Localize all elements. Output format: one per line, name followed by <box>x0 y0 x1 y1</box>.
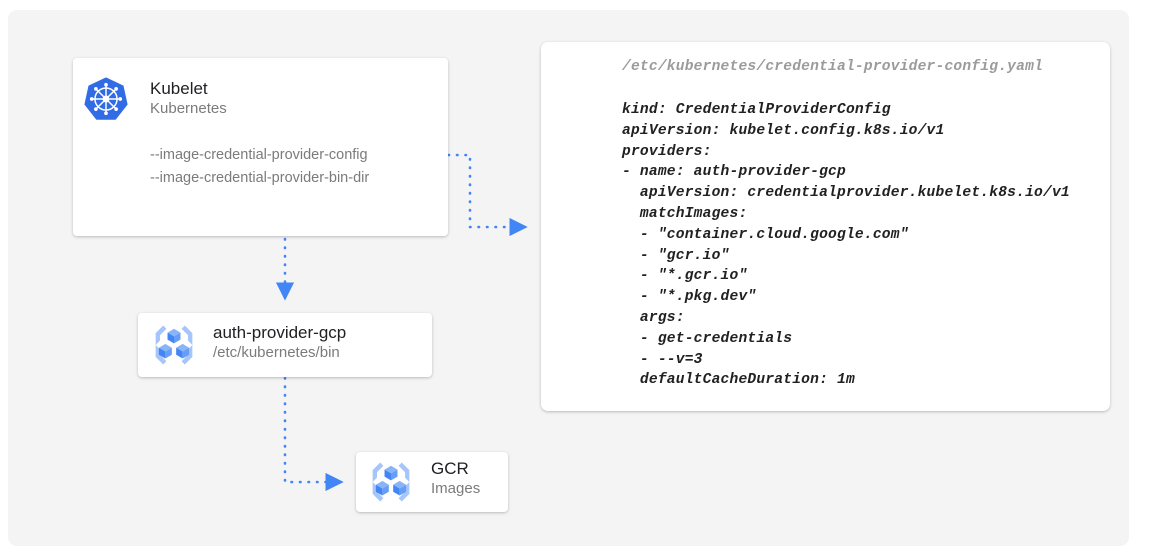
kubernetes-logo-icon <box>84 77 128 120</box>
container-registry-icon <box>155 325 193 365</box>
gcr-subtitle: Images <box>431 480 481 497</box>
kubelet-flag-config: --image-credential-provider-config <box>150 147 368 163</box>
gcr-title: GCR <box>431 459 469 478</box>
kubelet-flag-list: --image-credential-provider-config --ima… <box>150 144 369 190</box>
container-registry-icon <box>372 462 410 502</box>
auth-provider-subtitle: /etc/kubernetes/bin <box>213 344 340 361</box>
kubelet-card-text: Kubelet Kubernetes <box>150 78 227 119</box>
cube-top <box>167 328 181 344</box>
kubelet-title: Kubelet <box>150 79 208 98</box>
kubelet-card[interactable] <box>73 58 448 236</box>
yaml-file-path: /etc/kubernetes/credential-provider-conf… <box>622 59 1044 75</box>
gcr-card-text: GCR Images <box>431 458 480 499</box>
yaml-code-block: kind: CredentialProviderConfig apiVersio… <box>622 102 1070 389</box>
kubelet-flag-bin-dir: --image-credential-provider-bin-dir <box>150 170 370 186</box>
yaml-config-card[interactable] <box>541 42 1110 411</box>
kubelet-subtitle: Kubernetes <box>150 100 227 117</box>
auth-provider-title: auth-provider-gcp <box>213 323 347 342</box>
auth-provider-card-text: auth-provider-gcp /etc/kubernetes/bin <box>213 322 346 363</box>
cube-top <box>384 465 398 481</box>
auth-provider-card[interactable] <box>138 313 432 377</box>
